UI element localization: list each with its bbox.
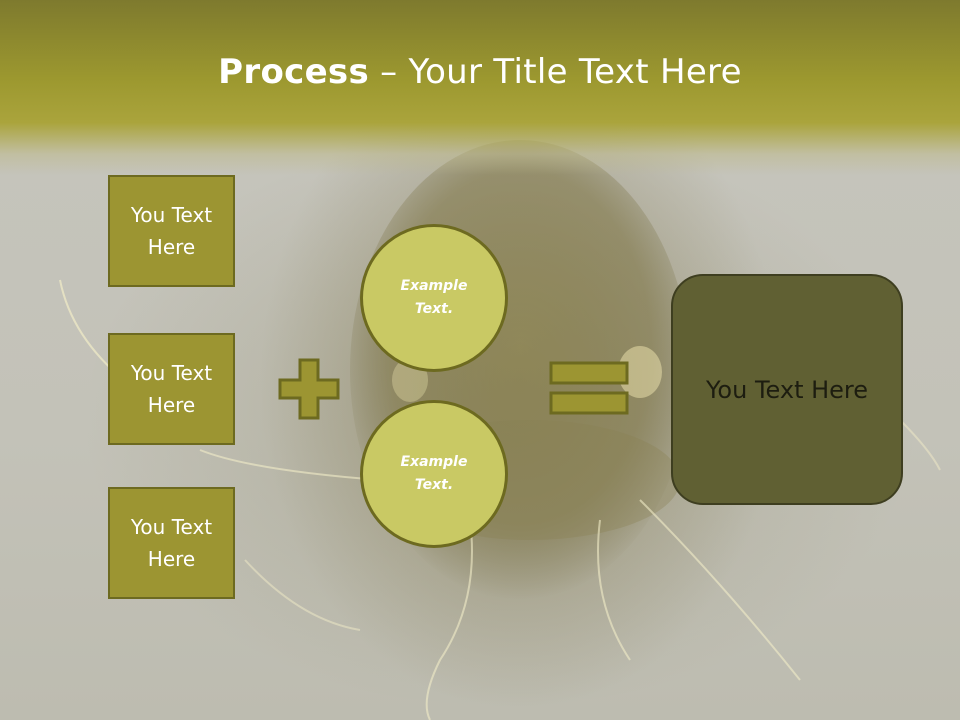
title-banner	[0, 0, 960, 175]
equals-icon	[549, 361, 629, 415]
text-box-label: You Text Here	[130, 361, 213, 417]
result-box[interactable]: You Text Here	[671, 274, 903, 505]
example-circle-2[interactable]: Example Text.	[360, 400, 508, 548]
slide-title: Process – Your Title Text Here	[0, 52, 960, 92]
plus-icon	[278, 358, 340, 420]
text-box-label: You Text Here	[130, 515, 213, 571]
circle-label: Example Text.	[400, 454, 468, 493]
text-box-2[interactable]: You Text Here	[108, 333, 235, 445]
circle-label: Example Text.	[400, 278, 468, 317]
example-circle-1[interactable]: Example Text.	[360, 224, 508, 372]
title-bold: Process	[218, 52, 370, 92]
text-box-1[interactable]: You Text Here	[108, 175, 235, 287]
title-rest: – Your Title Text Here	[369, 52, 742, 92]
text-box-label: You Text Here	[130, 203, 213, 259]
text-box-3[interactable]: You Text Here	[108, 487, 235, 599]
result-label: You Text Here	[705, 375, 869, 404]
